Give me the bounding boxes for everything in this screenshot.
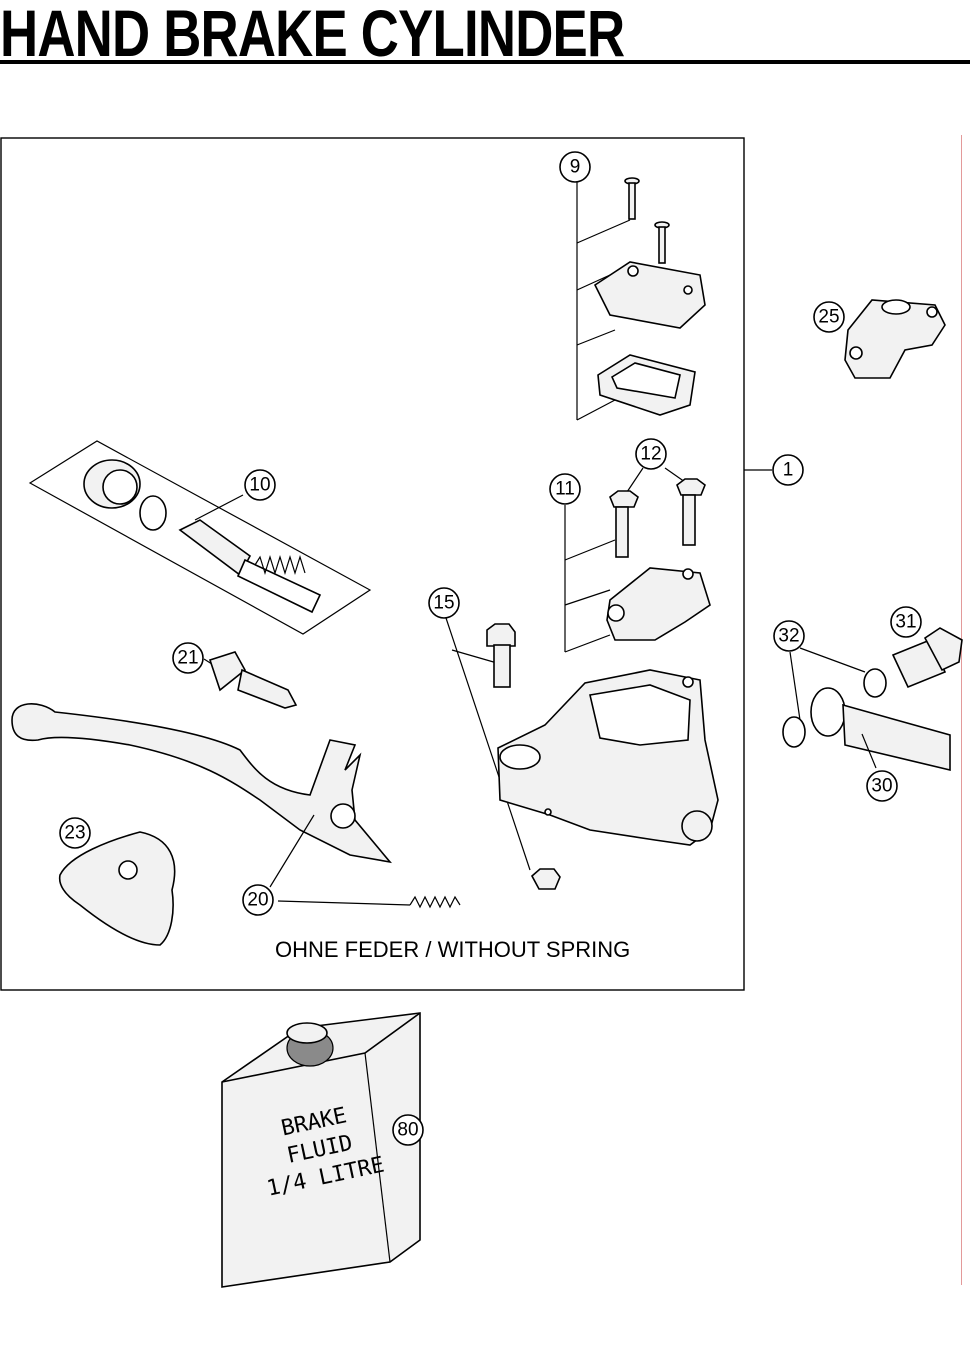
svg-text:12: 12	[640, 444, 661, 465]
svg-text:11: 11	[555, 479, 575, 500]
part-25-clamp	[844, 299, 946, 379]
part-30-brake-hose	[810, 687, 951, 772]
part-20-hand-lever	[11, 703, 461, 909]
callout-12: 12	[635, 438, 667, 470]
page-title: HAND BRAKE CYLINDER	[0, 0, 625, 70]
assembly-frame	[0, 137, 745, 991]
svg-text:31: 31	[895, 612, 916, 633]
part-32-washers	[782, 647, 887, 748]
part-10-piston-kit	[28, 440, 372, 635]
cap-screw	[624, 177, 640, 220]
callout-32: 32	[773, 620, 805, 652]
part-23-lever-cover	[58, 831, 176, 946]
cap-screw	[654, 221, 670, 264]
svg-text:32: 32	[778, 626, 799, 647]
callout-11: 11	[549, 473, 581, 505]
callout-31: 31	[890, 606, 922, 638]
part-31-banjo-bolt	[891, 627, 963, 689]
title-underline	[0, 60, 970, 64]
master-cylinder-body	[497, 669, 719, 846]
brake-fluid-container	[221, 1012, 421, 1288]
page-edge-line	[961, 135, 962, 1285]
callout-9: 9	[559, 151, 591, 183]
svg-text:30: 30	[871, 776, 892, 797]
svg-text:9: 9	[570, 157, 581, 178]
part-9-reservoir-cap-group	[576, 177, 706, 421]
callout-30: 30	[866, 770, 898, 802]
svg-text:20: 20	[247, 890, 268, 911]
svg-text:23: 23	[64, 823, 85, 844]
callout-21: 21	[172, 642, 204, 674]
callout-10: 10	[244, 469, 276, 501]
callout-25: 25	[813, 301, 845, 333]
reservoir-cover	[593, 261, 706, 329]
part-11-12-clamp-bolts	[564, 467, 711, 653]
clamp-bolt	[609, 490, 639, 558]
callout-80: 80	[392, 1114, 424, 1146]
part-21-adjuster	[203, 651, 298, 709]
callout-1: 1	[772, 454, 804, 486]
svg-text:25: 25	[818, 307, 839, 328]
callout-23: 23	[59, 817, 91, 849]
pivot-nut	[530, 868, 561, 890]
svg-text:80: 80	[397, 1120, 418, 1141]
callout-15: 15	[428, 587, 460, 619]
part-15-pivot-bolt	[445, 617, 561, 890]
without-spring-note: OHNE FEDER / WITHOUT SPRING	[275, 937, 630, 962]
svg-text:1: 1	[783, 460, 794, 481]
svg-text:10: 10	[249, 475, 270, 496]
callout-20: 20	[242, 884, 274, 916]
svg-text:15: 15	[433, 593, 454, 614]
clamp-bolt	[676, 478, 706, 546]
svg-text:21: 21	[177, 648, 198, 669]
